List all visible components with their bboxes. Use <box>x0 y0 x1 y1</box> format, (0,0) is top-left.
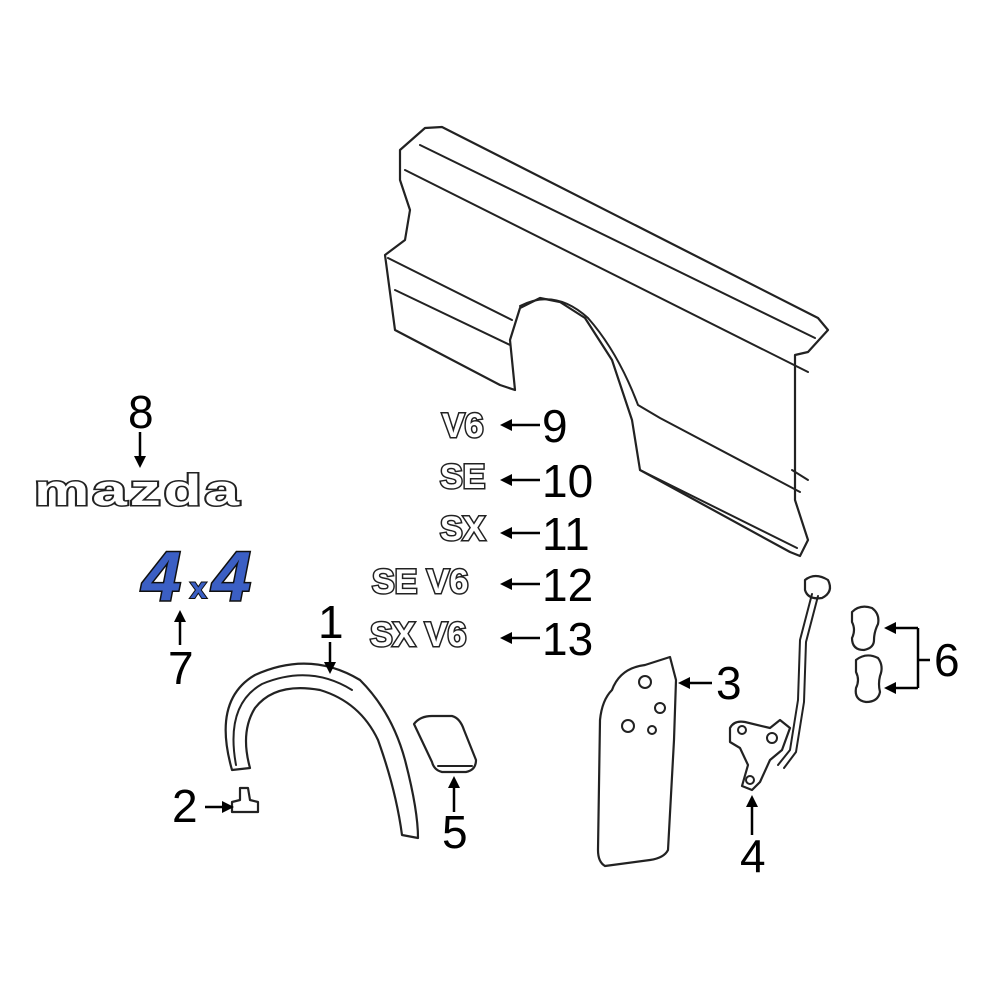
callout-7: 7 <box>168 642 194 694</box>
callout-10: 10 <box>542 455 593 507</box>
bed-side-panel <box>383 125 830 558</box>
4x4-second-digit: 4 <box>210 537 251 615</box>
mud-flap-bracket <box>728 574 832 792</box>
callout-1: 1 <box>318 596 344 648</box>
callout-5: 5 <box>442 806 468 858</box>
push-pin-fastener <box>230 786 260 814</box>
4x4-x-letter: x <box>190 572 207 605</box>
flap-cushions <box>850 605 883 704</box>
4x4-emblem: 4 x 4 <box>139 536 253 617</box>
callout-6: 6 <box>934 634 960 686</box>
fender-flare <box>224 662 420 840</box>
callout-13: 13 <box>542 613 593 665</box>
mud-flap <box>596 655 678 868</box>
badge-sx: SX <box>440 510 486 548</box>
leader-arrows <box>134 419 930 835</box>
badge-sx-v6: SX V6 <box>370 616 466 654</box>
mazda-logo-text: mazda <box>34 466 242 515</box>
callout-9: 9 <box>542 400 568 452</box>
callout-11: 11 <box>542 508 590 560</box>
callout-12: 12 <box>542 559 593 611</box>
4x4-first-digit: 4 <box>140 537 181 615</box>
callout-4: 4 <box>740 830 766 882</box>
badge-se-v6: SE V6 <box>372 563 468 601</box>
callout-8: 8 <box>128 386 154 438</box>
badge-se: SE <box>440 458 485 496</box>
badge-v6: V6 <box>442 407 484 445</box>
callout-2: 2 <box>172 780 198 832</box>
fender-pad <box>412 714 478 774</box>
callout-3: 3 <box>716 657 742 709</box>
mazda-emblem: mazda <box>33 465 242 517</box>
